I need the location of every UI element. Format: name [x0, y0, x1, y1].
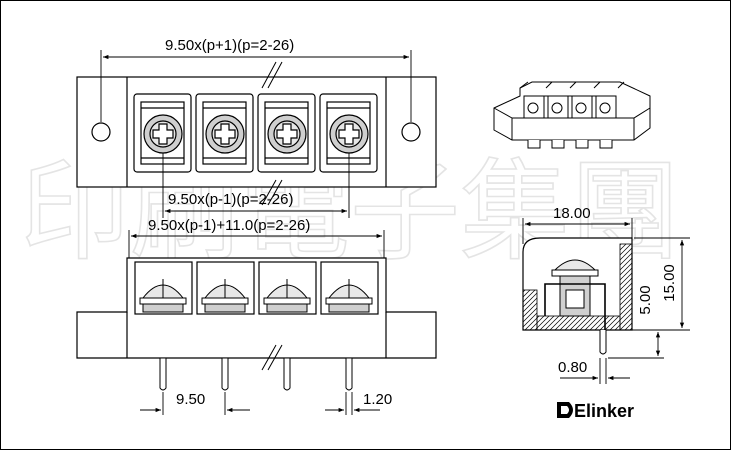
pin: [221, 357, 229, 391]
dim-top-width: [100, 50, 412, 122]
pin: [159, 357, 167, 391]
isometric-view: [493, 81, 651, 149]
screw-icon: [267, 114, 307, 154]
side-view: 18.00 15.00 5.00: [522, 205, 690, 384]
dim-pitch: [140, 392, 250, 415]
top-view-body: [76, 76, 437, 188]
brand-name: Elinker: [574, 401, 634, 421]
dim-pin-width: [325, 392, 380, 415]
label-pitch: 9.50: [176, 391, 205, 408]
pin: [283, 357, 291, 391]
screw-head-icon: [325, 279, 373, 313]
screw-head-icon: [201, 279, 249, 313]
label-pin-span: 9.50x(p-1)(p=2-26): [168, 191, 293, 208]
screw-icon: [143, 114, 183, 154]
label-side-width: 18.00: [553, 205, 591, 222]
brand-logo: Elinker: [557, 401, 634, 421]
terminal-cell-3: [257, 93, 316, 173]
front-view-body: [76, 257, 437, 359]
terminal-cell-1: [133, 93, 192, 173]
label-height-pin: 5.00: [637, 285, 654, 314]
label-top-width: 9.50x(p+1)(p=2-26): [165, 37, 294, 54]
terminal-cell-4: [319, 93, 378, 173]
screw-icon: [329, 114, 369, 154]
screw-head-icon: [263, 279, 311, 313]
dim-body-width: [128, 230, 385, 262]
label-height-total: 15.00: [661, 264, 678, 302]
mounting-hole-right: [401, 122, 421, 142]
top-view: [76, 76, 437, 188]
mounting-hole-left: [91, 122, 111, 142]
dim-pin-thickness: [560, 358, 630, 384]
break-mark: [261, 344, 283, 371]
break-mark: [261, 61, 283, 206]
dim-pin-span: [162, 153, 350, 218]
label-pin-width: 1.20: [363, 391, 392, 408]
terminal-cell-2: [195, 93, 254, 173]
label-pin-thickness: 0.80: [558, 359, 587, 376]
screw-head-icon: [139, 279, 187, 313]
dim-height-pin: [608, 329, 664, 359]
pin: [345, 357, 353, 391]
front-view: [76, 257, 437, 359]
label-body-width: 9.50x(p-1)+11.0(p=2-26): [148, 217, 310, 234]
screw-icon: [205, 114, 245, 154]
